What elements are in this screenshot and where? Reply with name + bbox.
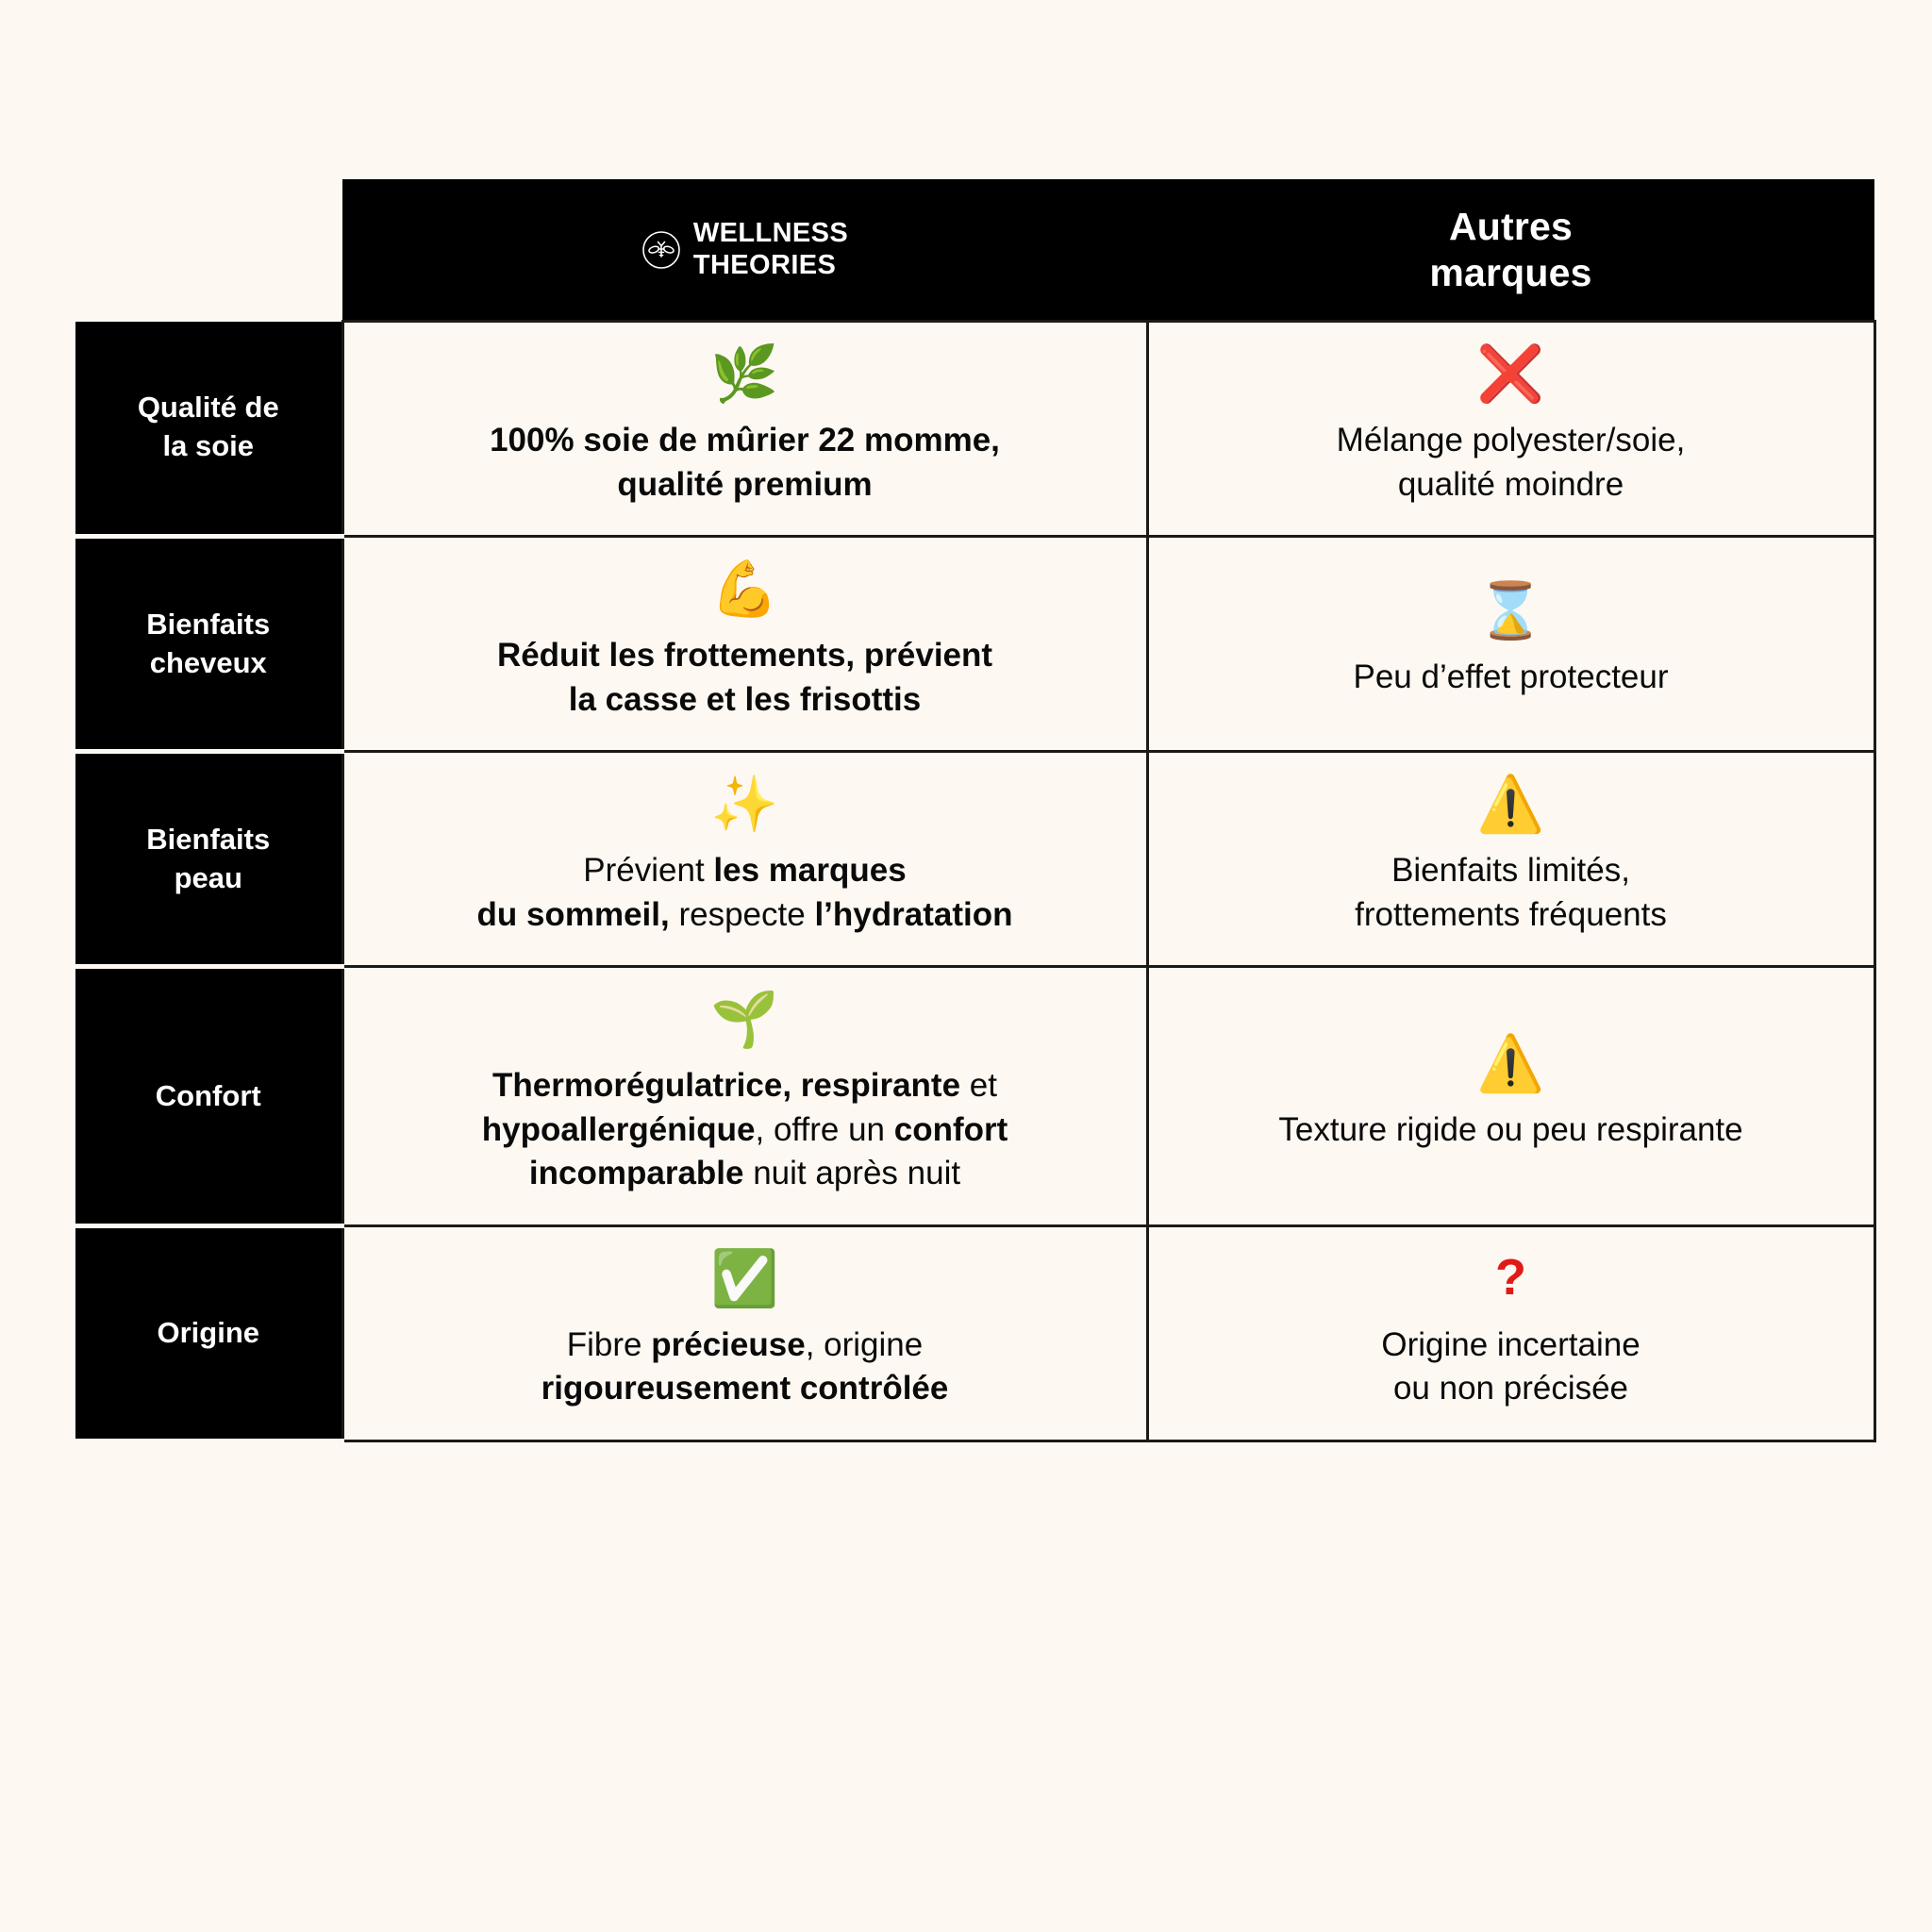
- cell-ours-text: Thermorégulatrice, respirante et hypoall…: [373, 1064, 1118, 1196]
- header-corner-spacer: [75, 179, 342, 322]
- brand-name-label: WELLNESS THEORIES: [692, 217, 849, 280]
- cell-other-confort: ⚠️ Texture rigide ou peu respirante: [1145, 965, 1876, 1227]
- competitor-title-label: Autres marques: [1429, 205, 1592, 294]
- emphasis-run: hypoallergénique: [481, 1110, 756, 1148]
- cell-ours-text: Prévient les marques du sommeil, respect…: [373, 849, 1118, 937]
- plain-run: et: [969, 1067, 997, 1105]
- emphasis-run: rigoureusement contrôlée: [541, 1370, 949, 1407]
- competitor-column-header: Autres marques: [1147, 179, 1874, 322]
- plain-run: Prévient: [583, 852, 714, 890]
- cell-other-bienfaits-cheveux: ⌛ Peu d’effet protecteur: [1145, 535, 1876, 754]
- flexed-biceps-emoji: 💪: [710, 558, 779, 621]
- cell-ours-text: Réduit les frottements, prévient la cass…: [496, 637, 993, 718]
- sparkles-emoji: ✨: [710, 774, 779, 836]
- cell-ours-bienfaits-peau: ✨ Prévient les marques du sommeil, respe…: [341, 750, 1149, 969]
- brand-column-header: WELLNESS THEORIES: [342, 179, 1147, 322]
- cell-ours-confort: 🌱 Thermorégulatrice, respirante et hypoa…: [341, 965, 1149, 1227]
- cell-ours-text: 100% soie de mûrier 22 momme, qualité pr…: [490, 422, 1000, 503]
- comparison-table: WELLNESS THEORIES Autres marques Qualité…: [75, 179, 1876, 1444]
- emphasis-run: précieuse: [651, 1325, 806, 1363]
- warning-triangle-emoji: ⚠️: [1476, 774, 1545, 836]
- seedling-emoji: 🌱: [710, 989, 779, 1051]
- red-cross-mark-emoji: ❌: [1476, 343, 1545, 405]
- plain-run: , origine: [805, 1325, 924, 1363]
- red-question-mark-icon: ?: [1495, 1248, 1526, 1306]
- row-label-qualite-de-la-soie: Qualité de la soie: [75, 321, 342, 540]
- emphasis-run: l’hydratation: [814, 895, 1013, 933]
- cell-other-text: Origine incertaine ou non précisée: [1381, 1325, 1641, 1407]
- table-header: WELLNESS THEORIES Autres marques: [75, 179, 1874, 322]
- cell-other-text: Texture rigide ou peu respirante: [1278, 1110, 1743, 1148]
- emphasis-run: confort incomparable: [528, 1110, 1008, 1192]
- cell-other-text: Mélange polyester/soie, qualité moindre: [1336, 422, 1686, 503]
- white-check-mark-emoji: ✅: [710, 1247, 779, 1309]
- cell-ours-qualite-de-la-soie: 🌿 100% soie de mûrier 22 momme, qualité …: [341, 319, 1149, 539]
- herb-leaf-emoji: 🌿: [710, 343, 779, 405]
- table-body: Qualité de la soie 🌿 100% soie de mûrier…: [75, 319, 1876, 1444]
- cell-other-qualite-de-la-soie: ❌ Mélange polyester/soie, qualité moindr…: [1145, 319, 1876, 539]
- warning-triangle-emoji: ⚠️: [1476, 1032, 1545, 1094]
- cell-other-text: Bienfaits limités, frottements fréquents: [1355, 852, 1667, 933]
- plain-run: , offre un: [755, 1110, 894, 1148]
- emphasis-run: Thermorégulatrice, respirante: [492, 1067, 961, 1105]
- cell-other-text: Peu d’effet protecteur: [1353, 658, 1669, 696]
- table-row: Bienfaits cheveux 💪 Réduit les frottemen…: [75, 534, 1876, 755]
- cell-ours-origine: ✅ Fibre précieuse, origine rigoureusemen…: [341, 1224, 1149, 1443]
- row-label-origine: Origine: [75, 1223, 342, 1444]
- row-label-confort: Confort: [75, 964, 342, 1228]
- bee-logo-icon: [641, 230, 681, 270]
- cell-ours-text: Fibre précieuse, origine rigoureusement …: [373, 1324, 1118, 1411]
- table-row: Confort 🌱 Thermorégulatrice, respirante …: [75, 964, 1876, 1228]
- plain-run: Fibre: [566, 1325, 652, 1363]
- plain-run: nuit après nuit: [743, 1155, 961, 1192]
- plain-run: respecte: [669, 895, 815, 933]
- table-row: Qualité de la soie 🌿 100% soie de mûrier…: [75, 319, 1876, 540]
- cell-other-bienfaits-peau: ⚠️ Bienfaits limités, frottements fréque…: [1145, 750, 1876, 969]
- cell-ours-bienfaits-cheveux: 💪 Réduit les frottements, prévient la ca…: [341, 535, 1149, 754]
- hourglass-emoji: ⌛: [1476, 580, 1545, 642]
- row-label-bienfaits-peau: Bienfaits peau: [75, 749, 342, 970]
- table-row: Origine ✅ Fibre précieuse, origine rigou…: [75, 1223, 1876, 1444]
- emphasis-run: les marques du sommeil,: [476, 852, 907, 933]
- table-row: Bienfaits peau ✨ Prévient les marques du…: [75, 749, 1876, 970]
- row-label-bienfaits-cheveux: Bienfaits cheveux: [75, 534, 342, 755]
- cell-other-origine: ? Origine incertaine ou non précisée: [1145, 1224, 1876, 1443]
